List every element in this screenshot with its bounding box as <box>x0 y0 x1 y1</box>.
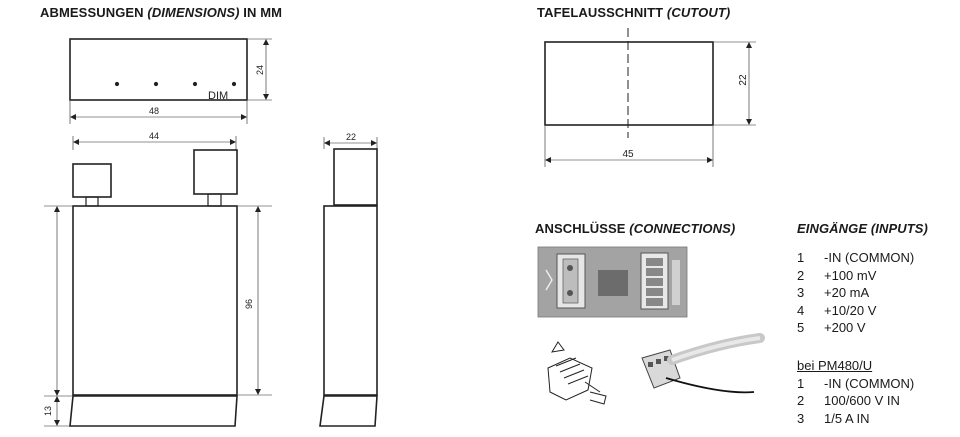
body-height-label: 96 <box>244 299 254 309</box>
wire-illustration <box>641 333 765 394</box>
bezel-height-label: 13 <box>43 406 53 416</box>
inputs-list: 1-IN (COMMON) 2+100 mV 3+20 mA 4+10/20 V… <box>797 249 914 337</box>
side-view <box>319 137 378 427</box>
led-dot <box>192 81 198 87</box>
connector-insertion-illustration <box>547 341 607 405</box>
terminal-block-right <box>193 149 238 195</box>
side-width-label: 22 <box>346 132 356 142</box>
list-item: 4+10/20 V <box>797 302 877 318</box>
cutout-heading: TAFELAUSSCHNITT (CUTOUT) <box>537 5 731 20</box>
cutout-height-label: 22 <box>738 74 749 86</box>
front-label: DIM <box>208 90 228 102</box>
cutout-view <box>544 28 756 167</box>
front-panel-outline <box>69 38 248 101</box>
list-item: 1-IN (COMMON) <box>797 375 915 391</box>
variant-title: bei PM480/U <box>797 358 873 373</box>
body-view <box>44 136 272 427</box>
cutout-outline <box>544 41 714 126</box>
body-width-label: 44 <box>149 131 159 141</box>
led-dot <box>231 81 237 87</box>
housing-outline <box>72 205 238 396</box>
front-height-label: 24 <box>255 65 265 75</box>
front-view <box>69 38 272 124</box>
led-dot <box>153 81 159 87</box>
list-item: 5+200 V <box>797 320 866 336</box>
front-width-label: 48 <box>149 106 159 116</box>
list-item: 3+20 mA <box>797 285 870 301</box>
led-dot <box>114 81 120 87</box>
dimensions-heading: ABMESSUNGEN (DIMENSIONS) IN MM <box>40 5 283 20</box>
connections-heading: ANSCHLÜSSE (CONNECTIONS) <box>535 221 736 236</box>
terminal-block-left <box>72 163 112 198</box>
inputs-heading: EINGÄNGE (INPUTS) <box>797 221 928 236</box>
connection-board-image <box>537 246 688 318</box>
cutout-width-label: 45 <box>622 149 634 160</box>
list-item: 2+100 mV <box>797 267 877 283</box>
list-item: 1-IN (COMMON) <box>797 250 915 265</box>
bezel-outline <box>69 395 238 427</box>
